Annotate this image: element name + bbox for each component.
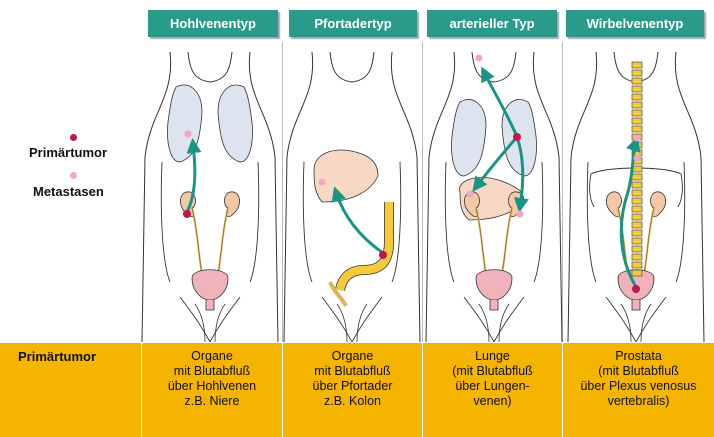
cell-line: über Pfortader <box>313 379 393 394</box>
cell-line: Organe <box>191 349 233 364</box>
legend-metastases-label: Metastasen <box>33 184 104 199</box>
cell-line: Lunge <box>475 349 510 364</box>
tab-pfortadertyp: Pfortadertyp <box>289 10 417 37</box>
cell-line: z.B. Niere <box>185 394 240 409</box>
cell-wirbelvenentyp: Prostata (mit Blutabfluß über Plexus ven… <box>563 343 714 437</box>
cell-pfortadertyp: Organe mit Blutabfluß über Pfortader z.B… <box>283 343 422 437</box>
tab-hohlvenentyp: Hohlvenentyp <box>148 10 278 37</box>
cell-line: venen) <box>473 394 511 409</box>
row-header: Primärtumor <box>18 349 96 364</box>
cell-line: über Lungen- <box>455 379 529 394</box>
metastasis-pathways-figure <box>140 42 706 342</box>
primary-tumor-dot-icon <box>70 134 77 141</box>
cell-line: z.B. Kolon <box>324 394 381 409</box>
cell-line: über Hohlvenen <box>168 379 256 394</box>
cell-line: mit Blutabfluß <box>174 364 250 379</box>
cell-line: (mit Blutabfluß <box>598 364 679 379</box>
tab-arterieller-typ: arterieller Typ <box>427 10 557 37</box>
metastasis-dot-icon <box>70 172 77 179</box>
cell-line: über Plexus venosus <box>580 379 696 394</box>
cell-line: (mit Blutabfluß <box>452 364 533 379</box>
cell-line: Organe <box>332 349 374 364</box>
cell-line: mit Blutabfluß <box>314 364 390 379</box>
tab-wirbelvenentyp: Wirbelvenentyp <box>566 10 704 37</box>
cell-line: Prostata <box>615 349 662 364</box>
legend-primary-label: Primärtumor <box>29 145 107 160</box>
cell-hohlvenentyp: Organe mit Blutabfluß über Hohlvenen z.B… <box>142 343 282 437</box>
cell-line: vertebralis) <box>608 394 670 409</box>
primary-tumor-table: Primärtumor Organe mit Blutabfluß über H… <box>0 343 714 437</box>
cell-arterieller-typ: Lunge (mit Blutabfluß über Lungen- venen… <box>423 343 562 437</box>
